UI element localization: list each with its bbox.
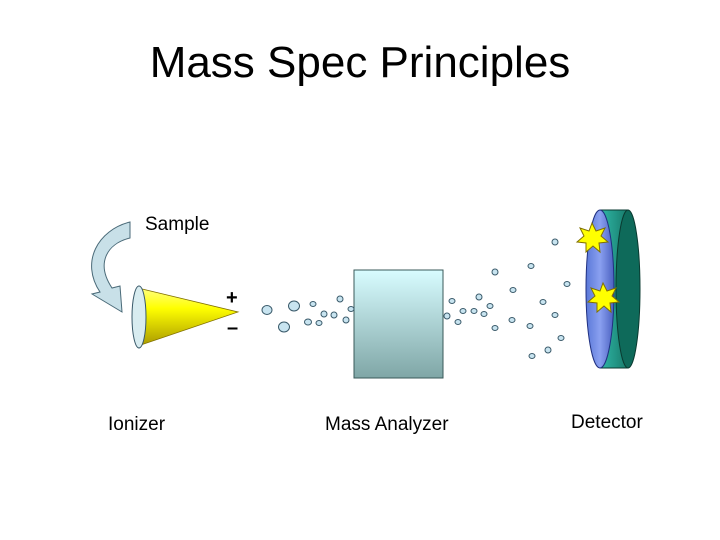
particle [527,263,535,269]
ionizer-plate [131,285,147,349]
ionizer-label: Ionizer [108,414,166,435]
particle [528,353,536,359]
particle [342,316,350,324]
particle [491,325,499,331]
particle [551,312,559,318]
ionizer-cone [137,287,240,347]
mass-analyzer-label: Mass Analyzer [325,414,449,435]
impact-burst-icon [586,281,621,314]
particle [309,301,317,307]
particle [304,318,312,326]
particle [563,281,571,287]
particle [509,287,517,293]
particle [526,323,534,329]
particle [261,305,273,315]
particle [480,311,488,317]
plus-sign: + [226,287,238,309]
particle [347,306,355,312]
particle [551,238,559,246]
particle [539,299,547,305]
particle [336,295,344,303]
slide-title: Mass Spec Principles [149,38,571,87]
detector-disk [585,209,641,369]
particle [320,310,328,318]
particle [475,293,483,301]
sample-label: Sample [145,214,210,235]
particle [443,312,451,320]
particle [486,303,494,309]
minus-sign: – [227,317,239,339]
particle [470,308,478,314]
sample-arrow [90,221,131,313]
particle [448,298,456,304]
ion-particles [261,238,571,359]
particle [557,335,565,341]
particle [330,311,338,319]
particle [544,346,552,354]
mass-analyzer-box [353,269,444,379]
particle [315,320,323,326]
detector-label: Detector [571,412,643,433]
particle [459,308,467,314]
particle [288,300,300,312]
particle [278,321,290,333]
particle [491,268,499,276]
impact-burst-icon [575,221,610,254]
particle [508,317,516,323]
particle [454,319,462,325]
